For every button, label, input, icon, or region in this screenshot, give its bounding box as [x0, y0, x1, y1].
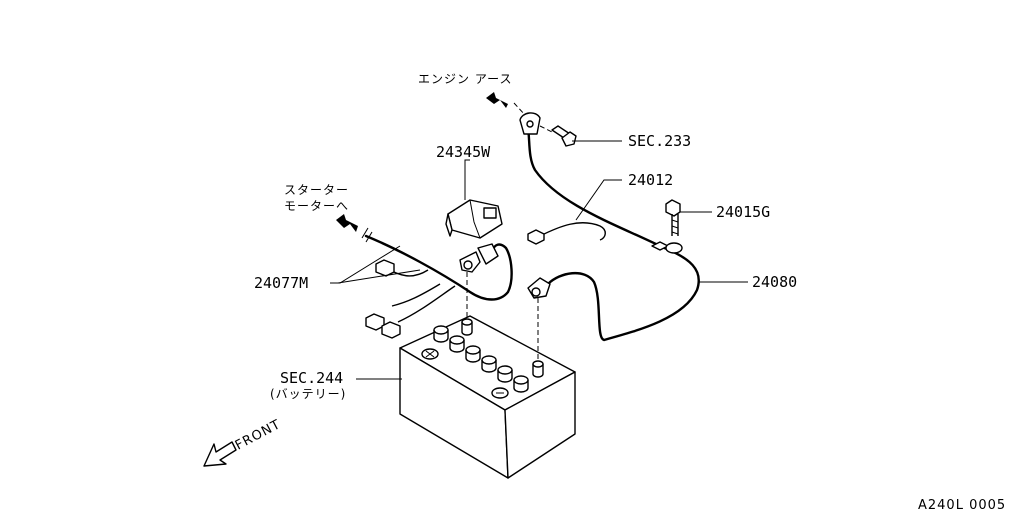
starter-label-line2: モーターへ	[284, 199, 349, 213]
bolt-24015G	[665, 199, 681, 236]
front-label: FRONT	[233, 417, 284, 453]
terminal-cover-24345W	[445, 199, 503, 239]
battery	[399, 315, 576, 479]
part-24077M-label: 24077M	[254, 274, 308, 292]
engine-earth-arrow	[486, 92, 508, 108]
sec233-bolt	[551, 125, 577, 147]
starter-label-line1: スターター	[284, 183, 349, 197]
positive-clamp	[527, 277, 551, 299]
sec244-label: SEC.244	[280, 369, 343, 387]
part-24345W-label: 24345W	[436, 143, 491, 161]
sec233-label: SEC.233	[628, 132, 691, 150]
battery-cell-caps	[433, 325, 529, 393]
leader-lines	[330, 140, 748, 380]
earth-dash-line	[513, 102, 526, 116]
part-24080-label: 24080	[752, 273, 797, 291]
part-24012-label: 24012	[628, 171, 673, 189]
front-arrow	[203, 441, 237, 467]
connector-24012	[527, 229, 545, 245]
battery-label: (バッテリー)	[270, 387, 346, 401]
cable-clip	[651, 241, 683, 254]
engine-earth-terminal	[519, 112, 541, 135]
engine-earth-label: エンジン アース	[418, 72, 513, 86]
starter-arrow	[336, 214, 358, 232]
harness-connectors	[365, 259, 401, 339]
diagram-code: A240L 0005	[918, 498, 1006, 512]
bolt-dash-line	[539, 125, 553, 133]
part-24015G-label: 24015G	[716, 203, 770, 221]
negative-clamp	[459, 243, 499, 273]
